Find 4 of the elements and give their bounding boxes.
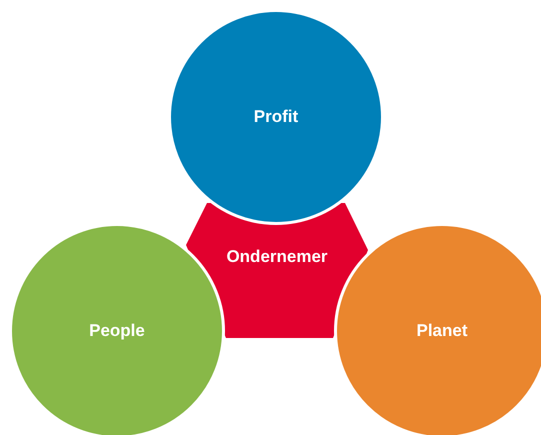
node-label: Profit bbox=[254, 107, 298, 127]
node-label: People bbox=[89, 321, 145, 341]
node-label: Planet bbox=[416, 321, 468, 341]
node-label: Ondernemer bbox=[226, 247, 328, 267]
